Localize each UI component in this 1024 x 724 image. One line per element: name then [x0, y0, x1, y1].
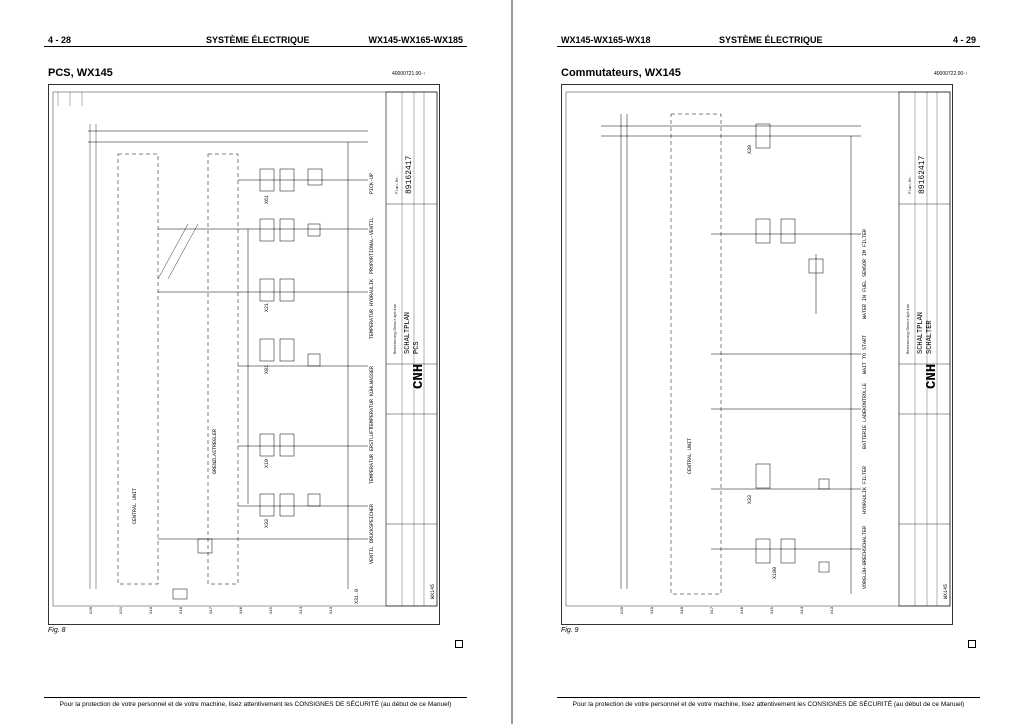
label-x30: X30 [747, 145, 753, 154]
label-x81: X81 [264, 365, 270, 374]
page-number: 4 - 28 [48, 35, 72, 45]
label-x61: X61 [264, 195, 270, 204]
label-pick-up: PICK-UP [369, 173, 375, 194]
safety-footer: Pour la protection de votre personnel et… [572, 701, 965, 708]
header-rule [557, 46, 980, 47]
pin-label: X16 [741, 606, 745, 614]
pin-label: X20 [621, 606, 625, 614]
pin-label: X14 [801, 606, 805, 614]
label-x33: X33 [747, 495, 753, 504]
tb-name: PCS [413, 341, 421, 354]
page-number: 4 - 29 [952, 35, 976, 45]
cnh-logo: CNH [411, 364, 427, 389]
footer-rule [557, 697, 980, 698]
page-marker-square [455, 640, 463, 648]
page-marker-square [968, 640, 976, 648]
wiring-schematic-switches: CNH Benennung/Description SCHALTPLAN SCH… [561, 84, 953, 625]
label-hydraulik-filter: HYDRAULIK FILTER [862, 466, 868, 514]
label-ventil-druckspeicher: VENTIL DRUCKSPEICHER [369, 504, 375, 564]
tb-name: SCHALTER [926, 320, 934, 354]
pin-label: X17 [210, 606, 214, 614]
figure-caption: Fig. 9 [561, 627, 579, 634]
label-proportional-ventil: PROPORTIONAL-VENTIL [369, 217, 375, 274]
label-vorgluh: VORGLÜH-BRECHSCHALTER [861, 526, 868, 589]
tb-description-label: Benennung/Description [393, 303, 398, 354]
pin-label: X14 [300, 606, 304, 614]
label-wait-to-start: WAIT TO START [862, 335, 868, 374]
diagram-title: Commutateurs, WX145 [561, 67, 681, 79]
label-temp-erstluft: TEMPERATUR ERSTLUFT [369, 427, 375, 484]
pin-label: X19 [150, 606, 154, 614]
wiring-schematic-pcs: CNH Benennung/Description SCHALTPLAN PCS… [48, 84, 440, 625]
header-rule [44, 46, 467, 47]
figure-caption: Fig. 8 [48, 627, 66, 634]
tb-schaltplan: SCHALTPLAN [917, 312, 925, 354]
pin-label: X16 [240, 606, 244, 614]
tb-plan-number: 89162417 [918, 155, 927, 194]
safety-footer: Pour la protection de votre personnel et… [59, 701, 452, 708]
page-header: WX145-WX165-WX18 SYSTÈME ÉLECTRIQUE 4 - … [557, 33, 980, 47]
label-temp-hydraulik: TEMPERATUR HYDRAULIK [369, 279, 375, 339]
tb-schaltplan: SCHALTPLAN [404, 312, 412, 354]
right-page: WX145-WX165-WX18 SYSTÈME ÉLECTRIQUE 4 - … [513, 0, 1024, 724]
pin-label: X18 [180, 606, 184, 614]
label-central-unit: CENTRAL UNIT [132, 488, 138, 524]
label-grenzlastregler: GRENZLASTREGLER [212, 429, 218, 474]
pin-label: X13 [831, 606, 835, 614]
pin-label: X13 [330, 606, 334, 614]
page-header: 4 - 28 SYSTÈME ÉLECTRIQUE WX145-WX165-WX… [44, 33, 467, 47]
label-temp-kuehlwasser: TEMPERATUR KÜHLWASSER [368, 366, 375, 429]
document-number: 40000722.00-↑ [934, 71, 968, 77]
label-central-unit: CENTRAL UNIT [687, 438, 693, 474]
svg-text:CNH: CNH [411, 364, 427, 389]
label-x31: X31.0 [354, 589, 360, 604]
tb-model: WX145 [943, 584, 949, 599]
section-title: SYSTÈME ÉLECTRIQUE [206, 35, 310, 45]
cnh-logo: CNH [924, 364, 940, 389]
document-number: 40000721.00-↑ [392, 71, 426, 77]
pin-label: X19 [651, 606, 655, 614]
tb-plan-label: Plan-Nr. [395, 175, 400, 194]
section-title: SYSTÈME ÉLECTRIQUE [719, 35, 823, 45]
model-range: WX145-WX165-WX18 [561, 35, 651, 45]
label-x100: X100 [772, 567, 778, 579]
pin-label: X15 [771, 606, 775, 614]
tb-plan-number: 89162417 [405, 155, 414, 194]
tb-model: WX145 [430, 584, 436, 599]
model-range: WX145-WX165-WX185 [368, 35, 463, 45]
pin-label: X15 [270, 606, 274, 614]
pin-label: X21 [120, 606, 124, 614]
label-x21: X21 [264, 303, 270, 312]
label-x33: X33 [264, 519, 270, 528]
pin-label: X17 [711, 606, 715, 614]
pin-label: X20 [90, 606, 94, 614]
left-page: 4 - 28 SYSTÈME ÉLECTRIQUE WX145-WX165-WX… [0, 0, 511, 724]
pin-label: X18 [681, 606, 685, 614]
footer-rule [44, 697, 467, 698]
label-batterie: BATTERIE LADEKONTROLLE [862, 383, 868, 449]
svg-text:CNH: CNH [924, 364, 940, 389]
label-water-in-fuel: WATER IN FUEL SENSOR IM FILTER [862, 229, 868, 319]
tb-description-label: Benennung/Description [906, 303, 911, 354]
diagram-title: PCS, WX145 [48, 67, 113, 79]
label-x19: X19 [264, 459, 270, 468]
tb-plan-label: Plan-Nr. [908, 175, 913, 194]
